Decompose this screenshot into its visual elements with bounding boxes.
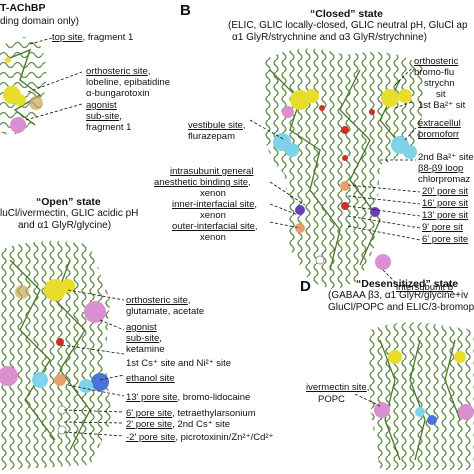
panel-c-pink-ligand bbox=[84, 301, 106, 323]
panel-a-leader-lines bbox=[25, 37, 83, 121]
panel-b-protein-structure bbox=[265, 48, 425, 290]
panel-b-label-flurazepam: flurazepam bbox=[188, 131, 235, 142]
panel-b-title: “Closed” state bbox=[310, 8, 383, 20]
panel-b-label-pore-6: 6' pore site bbox=[422, 234, 469, 245]
panel-a-label-subsite: sub-site, bbox=[86, 111, 122, 122]
panel-a-label-lobeline: lobeline, epibatidine bbox=[86, 77, 170, 88]
panel-b-label-xenon-2: xenon bbox=[200, 210, 226, 221]
panel-b-label-bromo: bromo-flu bbox=[414, 67, 455, 78]
panel-b-label-pore-16: 16' pore sit bbox=[422, 198, 469, 209]
panel-c-label-cs-ni: 1st Cs⁺ site and Ni²⁺ site bbox=[126, 358, 232, 369]
panel-b-label-strychnine: strychn bbox=[424, 78, 455, 89]
panel-a-label-fragment: fragment 1 bbox=[86, 122, 132, 133]
panel-b-label-loop: β8-β9 loop bbox=[418, 163, 464, 174]
panel-d-title: “Desensitized” state bbox=[356, 278, 459, 290]
panel-b-label-vestibule: vestibule site, bbox=[188, 120, 246, 131]
panel-c-label-ketamine: ketamine bbox=[126, 344, 165, 355]
panel-b-subtitle-2: α1 GlyR/strychnine and α3 GlyR/strychnin… bbox=[232, 32, 427, 43]
panel-c-label-agonist: agonist bbox=[126, 322, 157, 333]
panel-b-label-outer-interfacial: outer-interfacial site, bbox=[172, 221, 258, 232]
panel-a-label-agonist: agonist bbox=[86, 100, 117, 111]
panel-d-yellow-ligand bbox=[388, 350, 402, 364]
panel-a-subtitle: ding domain only) bbox=[0, 16, 79, 27]
panel-c-subtitle-2: and α1 GlyR/glycine) bbox=[18, 220, 112, 231]
panel-b-yellow-ligand bbox=[290, 90, 310, 110]
panel-c-label-ethanol: ethanol site bbox=[126, 373, 175, 384]
panel-b-label-ba-1: 1st Ba²⁺ sit bbox=[418, 100, 466, 111]
panel-b-label-site: sit bbox=[436, 89, 446, 100]
panel-d-protein-structure bbox=[368, 322, 474, 470]
panel-b-leader-lines bbox=[249, 67, 421, 283]
panel-c-label-pore-minus-2: -2' pore site, picrotoxinin/Zn²⁺/Cd²⁺ bbox=[126, 432, 274, 443]
panel-b-label-inner-interfacial: inner-interfacial site, bbox=[172, 199, 258, 210]
panel-d-label-popc: POPC bbox=[318, 394, 345, 405]
panel-a-protein-structure bbox=[0, 37, 47, 135]
panel-c-leader-lines bbox=[61, 289, 125, 437]
panel-b-label-xenon-3: xenon bbox=[200, 232, 226, 243]
panel-c-yellow-ligand bbox=[44, 279, 66, 301]
panel-c-label-subsite: sub-site, bbox=[126, 333, 162, 344]
panel-d-letter: D bbox=[300, 278, 311, 295]
panel-a-label-top-site: top site, fragment 1 bbox=[52, 32, 134, 43]
panel-d-subtitle-1: (GABAA β3, α1 GlyR/glycine+iv bbox=[328, 290, 469, 301]
panel-c-subtitle-1: luCl/ivermectin, GLIC acidic pH bbox=[0, 208, 139, 219]
panel-c-label-pore-6: 6' pore site, tetraethylarsonium bbox=[126, 408, 256, 419]
panel-b-label-pore-13: 13' pore sit bbox=[422, 210, 469, 221]
panel-b-label-pore-20: 20' pore sit bbox=[422, 186, 469, 197]
panel-b-label-intersubunit: intersubunit b bbox=[396, 282, 454, 293]
panel-b-label-anesthetic: anesthetic binding site, bbox=[154, 177, 251, 188]
panel-b-label-ba-2: 2nd Ba²⁺ site bbox=[418, 152, 474, 163]
panel-c-label-pore-13: 13' pore site, bromo-lidocaine bbox=[126, 392, 251, 403]
panel-b-label-orthosteric: orthosteric bbox=[414, 56, 459, 67]
panel-c-blue-blob bbox=[91, 373, 109, 391]
panel-d-pink-blob bbox=[374, 402, 390, 418]
panel-c-label-glutamate: glutamate, acetate bbox=[126, 306, 205, 317]
panel-b-label-chlorpromazine: chlorpromaz bbox=[418, 174, 471, 185]
panel-b-label-extracellular: extracellul bbox=[418, 118, 461, 129]
panel-d-subtitle-2: GluCl/POPC and ELIC/3-bromop bbox=[328, 302, 474, 313]
panel-c-label-pore-2: 2' pore site, 2nd Cs⁺ site bbox=[126, 419, 231, 430]
panel-d-label-ivermectin: ivermectin site, bbox=[306, 382, 370, 393]
panel-a-label-orthosteric: orthosteric site, bbox=[86, 66, 151, 77]
panel-b-label-bromoform: bromoforr bbox=[418, 129, 460, 140]
panel-c-title: “Open” state bbox=[36, 196, 101, 208]
panel-c-label-orthosteric: orthosteric site, bbox=[126, 295, 191, 306]
panel-b-subtitle-1: (ELIC, GLIC locally-closed, GLIC neutral… bbox=[228, 20, 468, 31]
panel-b-letter: B bbox=[180, 2, 191, 19]
panel-b-label-xenon-1: xenon bbox=[200, 188, 226, 199]
panel-a-label-bungarotoxin: α-bungarotoxin bbox=[86, 88, 150, 99]
panel-b-label-intrasubunit: intrasubunit general bbox=[170, 166, 254, 177]
panel-c-protein-structure bbox=[0, 241, 112, 470]
panel-b-label-pore-9: 9' pore sit bbox=[422, 222, 463, 233]
panel-a-title: T-AChBP bbox=[0, 2, 46, 14]
panel-a-pink-ligand bbox=[10, 117, 26, 133]
